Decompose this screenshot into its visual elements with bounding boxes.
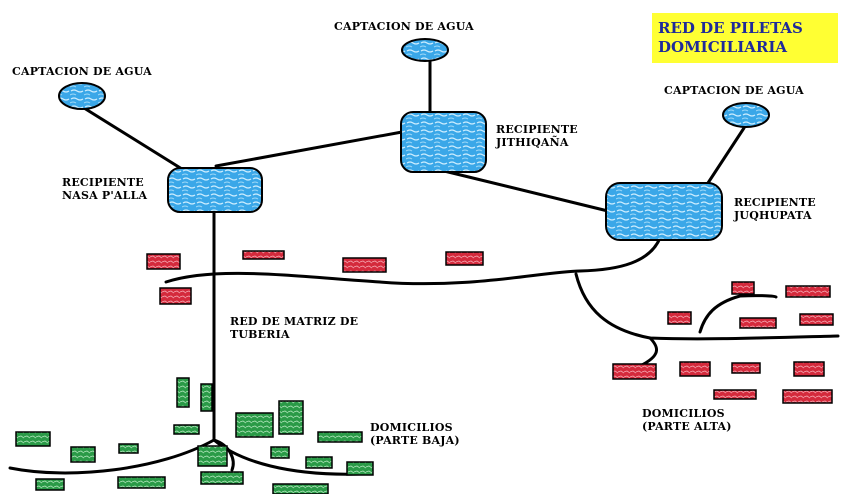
diagram-title: RED DE PILETAS DOMICILIARIA: [652, 13, 838, 63]
label-recipiente-juqhupata: RECIPIENTE JUQHUPATA: [734, 196, 816, 222]
pipe-jithiqana-juqhupata: [438, 168, 614, 214]
pipe-right-intake: [704, 126, 746, 188]
house-red: [782, 389, 833, 404]
pipe-nasa-jithiqana: [214, 130, 404, 168]
label-line: NASA P'ALLA: [62, 189, 148, 202]
house-green: [346, 461, 374, 476]
house-green: [317, 431, 363, 443]
title-line-1: RED DE PILETAS: [658, 19, 803, 37]
house-red: [667, 311, 692, 325]
house-green: [197, 445, 228, 467]
red-houses: [146, 250, 834, 404]
label-recipiente-nasa: RECIPIENTE NASA P'ALLA: [62, 176, 147, 202]
label-line: RECIPIENTE: [734, 196, 816, 209]
captacion-left-intake: [58, 82, 106, 110]
label-captacion-top: CAPTACION DE AGUA: [334, 20, 474, 33]
title-line-2: DOMICILIARIA: [658, 38, 787, 56]
house-green: [117, 476, 166, 489]
captacion-right-intake: [722, 102, 770, 128]
pipe-distribution: [164, 236, 662, 286]
captacion-top-intake: [401, 38, 449, 62]
label-line: DOMICILIOS: [370, 421, 453, 434]
label-red-matriz: RED DE MATRIZ DE TUBERIA: [230, 315, 358, 341]
label-captacion-left: CAPTACION DE AGUA: [12, 65, 152, 78]
label-line: RECIPIENTE: [496, 123, 578, 136]
pipe-left-intake: [82, 106, 192, 176]
label-line: RED DE MATRIZ DE: [230, 315, 359, 328]
house-green: [15, 431, 51, 447]
house-green: [278, 400, 304, 435]
label-line: RECIPIENTE: [62, 176, 144, 189]
house-red: [342, 257, 387, 273]
tank-nasa-palla: [167, 167, 263, 213]
pipe-lines: [8, 56, 840, 476]
house-red: [146, 253, 181, 270]
house-red: [731, 281, 755, 295]
tank-juqhupata: [605, 182, 723, 241]
pipe-upper-zone: [574, 272, 840, 341]
pipe-lower-branch: [212, 438, 235, 472]
pipe-upper-branch-a: [638, 336, 658, 368]
house-green: [176, 377, 190, 408]
tank-jithiqana: [400, 111, 487, 173]
house-green: [35, 478, 65, 491]
house-red: [785, 285, 831, 298]
house-red: [739, 317, 777, 329]
green-houses: [15, 377, 374, 494]
house-green: [235, 412, 274, 438]
house-green: [200, 383, 213, 412]
house-red: [713, 389, 757, 400]
house-red: [793, 361, 825, 377]
house-red: [159, 287, 192, 305]
label-line: (PARTE ALTA): [642, 420, 732, 433]
label-line: DOMICILIOS: [642, 407, 725, 420]
house-green: [272, 483, 329, 494]
label-line: JUQHUPATA: [734, 209, 812, 222]
house-red: [612, 363, 657, 380]
label-domicilios-alta: DOMICILIOS (PARTE ALTA): [642, 407, 732, 433]
house-red: [445, 251, 484, 266]
label-line: JITHIQAÑA: [496, 136, 569, 149]
label-line: TUBERIA: [230, 328, 290, 341]
label-domicilios-baja: DOMICILIOS (PARTE BAJA): [370, 421, 460, 447]
house-green: [70, 446, 96, 463]
pipe-upper-branch-b: [698, 294, 778, 334]
house-green: [173, 424, 200, 435]
house-red: [799, 313, 834, 326]
label-line: (PARTE BAJA): [370, 434, 460, 447]
label-recipiente-jithiqana: RECIPIENTE JITHIQAÑA: [496, 123, 578, 149]
house-red: [679, 361, 711, 377]
house-green: [200, 471, 244, 485]
house-green: [118, 443, 139, 454]
label-captacion-right: CAPTACION DE AGUA: [664, 84, 804, 97]
house-red: [731, 362, 761, 374]
house-green: [305, 456, 333, 469]
house-red: [242, 250, 285, 260]
house-green: [270, 446, 290, 459]
